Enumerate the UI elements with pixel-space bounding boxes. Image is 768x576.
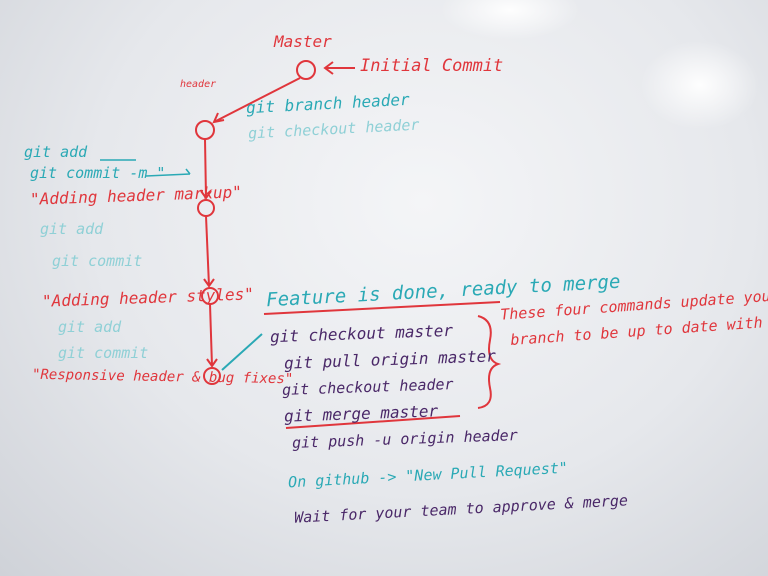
initial-commit-label: Initial Commit (360, 56, 504, 76)
commit1-add: git add (24, 143, 88, 161)
brace-icon (477, 315, 502, 409)
master-branch-label: Master (274, 32, 332, 51)
commit3-add: git add (58, 318, 122, 336)
commit2-add: git add (40, 220, 104, 238)
commit-arrow-icon (206, 303, 218, 368)
heading-underline (263, 301, 501, 315)
blank-underline (100, 159, 191, 177)
branch-arrow-icon (212, 77, 301, 124)
merge-underline (285, 415, 461, 429)
commit-arrow-icon (200, 138, 212, 200)
commit1-commit: git commit -m " (30, 164, 166, 182)
header-branch-label: header (180, 79, 217, 90)
commit2-commit: git commit (52, 252, 143, 270)
header-commit-1 (195, 120, 215, 140)
commit-arrow-icon (203, 215, 215, 288)
header-commit-4 (203, 367, 221, 385)
light-glare (640, 40, 760, 130)
master-commit-circle (296, 60, 316, 80)
connector-line (221, 333, 263, 371)
initial-commit-arrow-icon (323, 61, 355, 75)
commit3-commit: git commit (58, 344, 149, 362)
